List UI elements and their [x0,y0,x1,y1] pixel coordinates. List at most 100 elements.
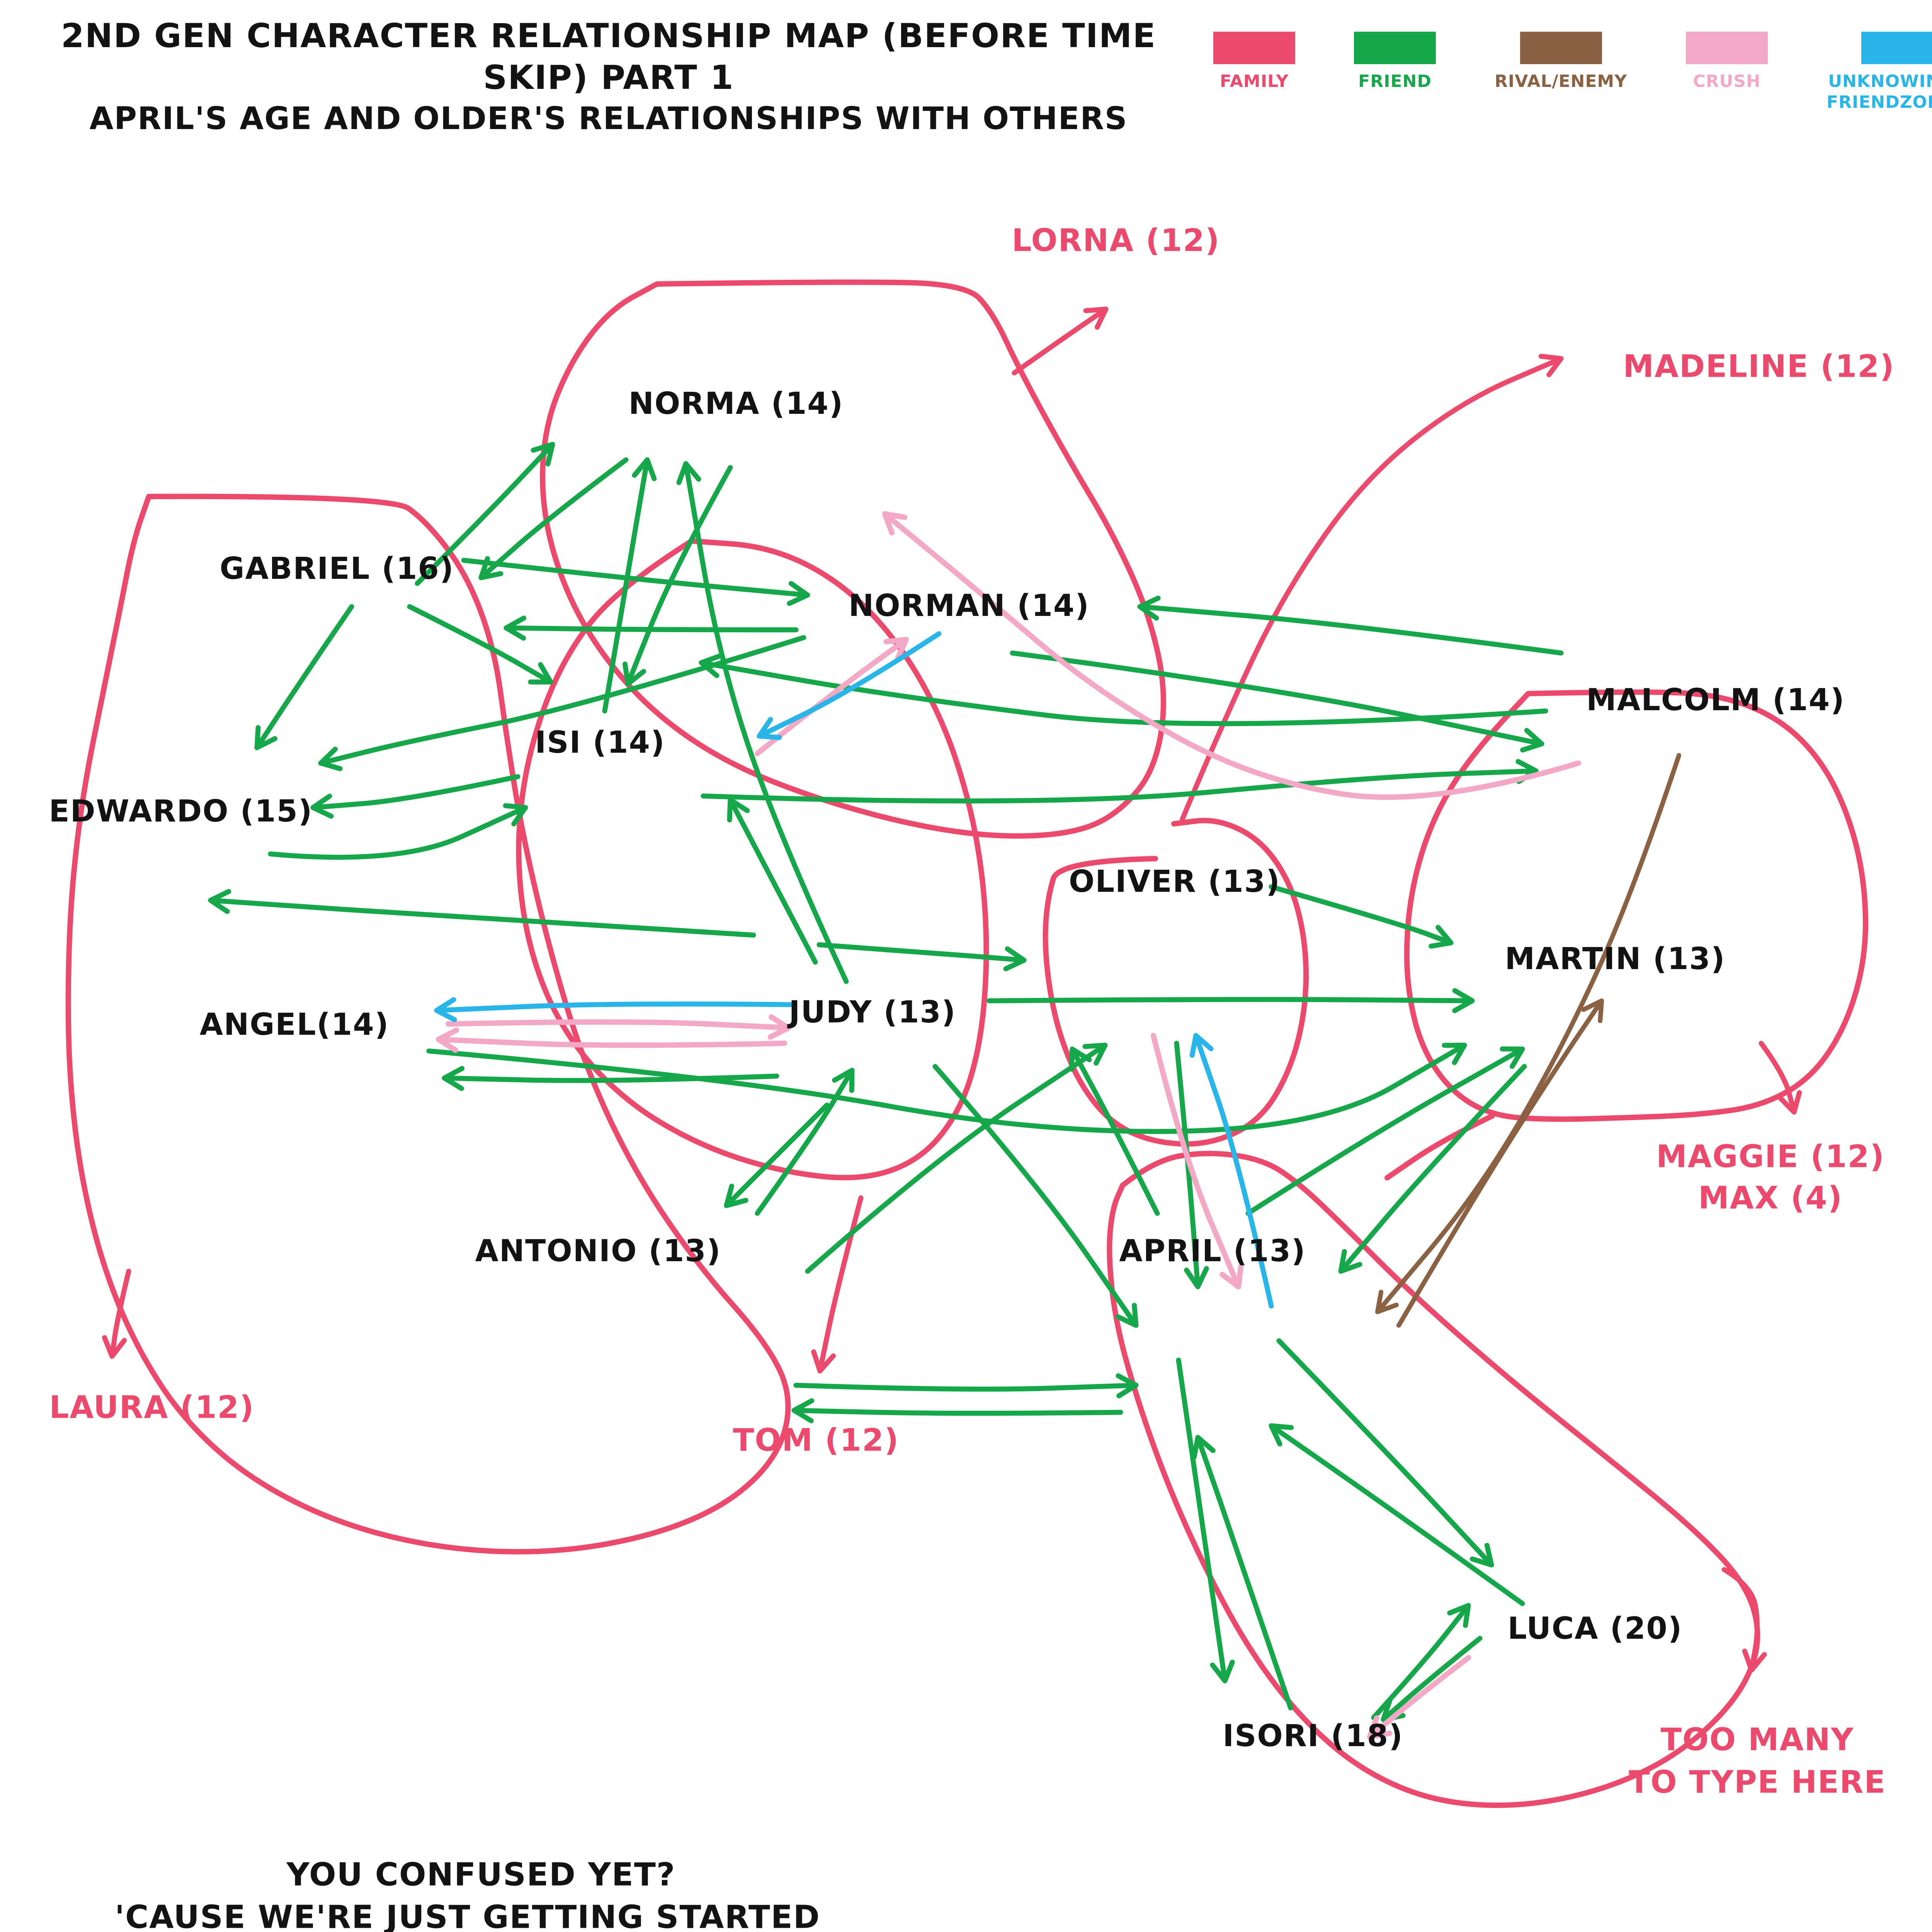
edge-judy-angel-fz [434,1001,793,1013]
arrow-laura [109,1269,131,1359]
edge-antonio-oliver [805,1043,1108,1274]
edge-luca-isori-crush-arrowhead [1367,1715,1393,1740]
edge-malcolm-isi [699,660,1548,726]
edge-april-oliver-fz [1193,1033,1274,1309]
edge-isori-april-arrowhead [1191,1435,1216,1460]
legend-label-friend: FRIEND [1358,71,1432,91]
edge-gabriel-isi [407,604,553,685]
edge-norma-isi [625,465,733,687]
legend-swatch-friend [1354,32,1436,64]
edge-oliver-martin-arrowhead [1429,925,1454,949]
edge-isi-edwardo [310,774,520,810]
edge-judy-april [932,1064,1139,1328]
edge-judy-edwardo [208,898,756,938]
edge-judy-antonio [724,1102,830,1208]
edge-judy-edwardo-arrowhead [208,889,231,914]
edge-antonio-judy-arrowhead [832,1068,855,1093]
edge-norman-gabriel-arrowhead [503,616,526,641]
edge-april-luca [1276,1338,1494,1568]
node-label-angel: ANGEL(14) [199,1007,389,1042]
legend-label-family: FAMILY [1219,71,1289,91]
edge-gabriel-norma [415,442,555,586]
edge-antonio-april-arrowhead [1116,1373,1139,1398]
edge-norman-malcolm-arrowhead [1520,728,1544,753]
edge-judy-angel-crush-arrowhead [436,1027,459,1053]
legend-label-rival-enemy: RIVAL/ENEMY [1495,71,1628,91]
edge-april-martin-arrowhead [1500,1046,1525,1069]
edge-martin-april [1338,1064,1527,1274]
arrow-too-many-arrowhead [1742,1648,1767,1673]
edge-angel-martin-arrowhead [1442,1043,1467,1065]
node-label-madeline: MADELINE (12) [1623,348,1895,384]
arrow-madeline-arrowhead [1538,354,1564,378]
node-label-martin: MARTIN (13) [1505,942,1726,976]
edge-luca-isori [1381,1636,1483,1722]
edge-norman-malcolm [1010,650,1544,747]
edge-gabriel-isi-arrowhead [528,662,553,685]
node-label-lorna: LORNA (12) [1012,222,1220,259]
edge-oliver-martin [1269,884,1454,946]
edge-norma-isi-arrowhead [622,662,646,687]
edge-edwardo-isi-arrowhead [503,803,528,827]
edge-edwardo-isi [268,805,528,860]
footer-line-1: YOU CONFUSED YET? [286,1856,676,1893]
node-label-antonio: ANTONIO (13) [475,1234,721,1269]
arrow-tom [817,1195,864,1374]
node-label-april: APRIL (13) [1119,1234,1306,1269]
edge-judy-oliver [816,942,1027,963]
edge-april-antonio [791,1408,1123,1416]
edge-gabriel-norman-arrowhead [787,581,810,606]
edge-malcolm-norma-crush-arrowhead [882,511,908,536]
legend-item-rival-enemy: RIVAL/ENEMY [1495,32,1627,112]
edge-isori-luca-arrowhead [1447,1603,1471,1628]
edge-oliver-april-crush-arrowhead [1219,1264,1244,1289]
arrow-lorna [1012,306,1109,376]
edge-judy-angel-crush [436,1037,787,1048]
edge-judy-oliver-arrowhead [1003,946,1027,971]
edge-luca-april-arrowhead [1269,1423,1294,1447]
node-label-max: MAX (4) [1698,1180,1843,1216]
family-loop-laura [65,493,791,1554]
arrow-maggie-max-arrowhead [1777,1090,1802,1115]
legend-swatch-family [1213,32,1295,64]
arrow-too-many [1721,1567,1760,1673]
family-loop-april [1107,1151,1760,1808]
legend-item-friend: FRIEND [1354,32,1436,112]
node-label-isi: ISI (14) [535,725,665,760]
node-label-judy: JUDY (13) [789,995,956,1030]
node-label-too-many-1: TOO MANY [1660,1721,1854,1758]
edge-gabriel-edwardo [254,604,354,750]
edge-judy-martin-arrowhead [1452,988,1475,1014]
edge-april-oliver-fz-arrowhead [1189,1033,1214,1058]
edge-gabriel-norman [461,558,810,598]
node-label-too-many-2: TO TYPE HERE [1629,1764,1886,1800]
edge-isi-malcolm [701,768,1539,804]
node-label-maggie: MAGGIE (12) [1656,1138,1885,1175]
node-label-oliver: OLIVER (13) [1069,864,1281,899]
arrow-maggie-max [1759,1041,1797,1115]
node-label-malcolm: MALCOLM (14) [1586,683,1845,718]
legend-swatch-crush [1686,32,1768,64]
edge-antonio-oliver-arrowhead [1082,1043,1108,1066]
edge-judy-norma [683,461,849,984]
edge-luca-isori-crush [1367,1655,1471,1740]
node-label-norman: NORMAN (14) [849,588,1090,623]
edge-malcolm-norman [1137,604,1564,656]
legend-label-crush: CRUSH [1693,71,1761,91]
edge-antonio-judy [755,1068,855,1216]
edge-isi-edwardo-arrowhead [310,794,334,819]
edge-angel-judy-crush [446,1019,791,1031]
edge-norman-edwardo-arrowhead [318,747,343,771]
legend-item-unknowingly-friendzoning: UNKNOWINGLY FRIENDZONING [1827,32,1932,112]
arrow-lorna-arrowhead [1083,306,1109,330]
edge-april-isori-arrowhead [1210,1660,1235,1684]
family-loop-malcolm-tail [1384,1113,1495,1180]
arrow-laura-arrowhead [102,1335,127,1359]
node-label-laura: LAURA (12) [49,1389,255,1425]
edge-april-isori [1176,1357,1228,1684]
page-title: 2ND GEN CHARACTER RELATIONSHIP MAP (BEFO… [12,15,1206,139]
title-line-2: APRIL'S AGE AND OLDER'S RELATIONSHIPS WI… [89,100,1128,136]
edge-judy-norma-arrowhead [676,461,701,485]
family-loop-malcolm [1404,689,1868,1122]
